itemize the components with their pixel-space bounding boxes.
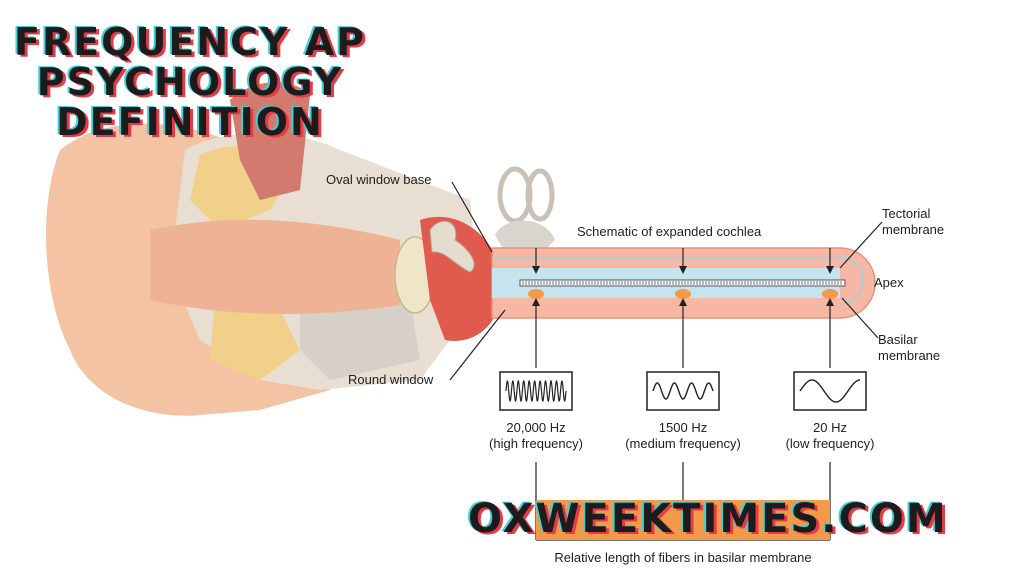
frequency-box-low bbox=[793, 371, 867, 411]
apex-label: Apex bbox=[874, 275, 904, 290]
freq-medium-desc: (medium frequency) bbox=[625, 436, 741, 451]
freq-low-desc: (low frequency) bbox=[785, 436, 875, 451]
freq-high-desc: (high frequency) bbox=[489, 436, 583, 451]
tectorial-label-1: Tectorial bbox=[882, 206, 931, 221]
hair-cells bbox=[522, 281, 842, 285]
basilar-label-2: membrane bbox=[878, 348, 941, 363]
frequency-box-medium bbox=[646, 371, 720, 411]
round-window-label: Round window bbox=[348, 372, 434, 387]
tectorial-label-2: membrane bbox=[882, 222, 945, 237]
freq-medium-hz: 1500 Hz bbox=[658, 420, 708, 435]
basilar-label-1: Basilar bbox=[878, 332, 918, 347]
orange-banner bbox=[536, 500, 830, 540]
schematic-label: Schematic of expanded cochlea bbox=[577, 224, 762, 239]
cochlea-schematic bbox=[491, 247, 876, 319]
page-title: FREQUENCY AP PSYCHOLOGY DEFINITION bbox=[14, 20, 366, 144]
freq-low-hz: 20 Hz bbox=[813, 420, 847, 435]
oval-window-label: Oval window base bbox=[326, 172, 432, 187]
website-watermark: OXWEEKTIMES.COM bbox=[468, 496, 948, 542]
relative-length-label: Relative length of fibers in basilar mem… bbox=[554, 550, 812, 565]
arrowheads bbox=[532, 266, 834, 306]
ear-anatomy bbox=[46, 82, 555, 416]
frequency-box-high bbox=[499, 371, 573, 411]
freq-high-hz: 20,000 Hz bbox=[506, 420, 566, 435]
